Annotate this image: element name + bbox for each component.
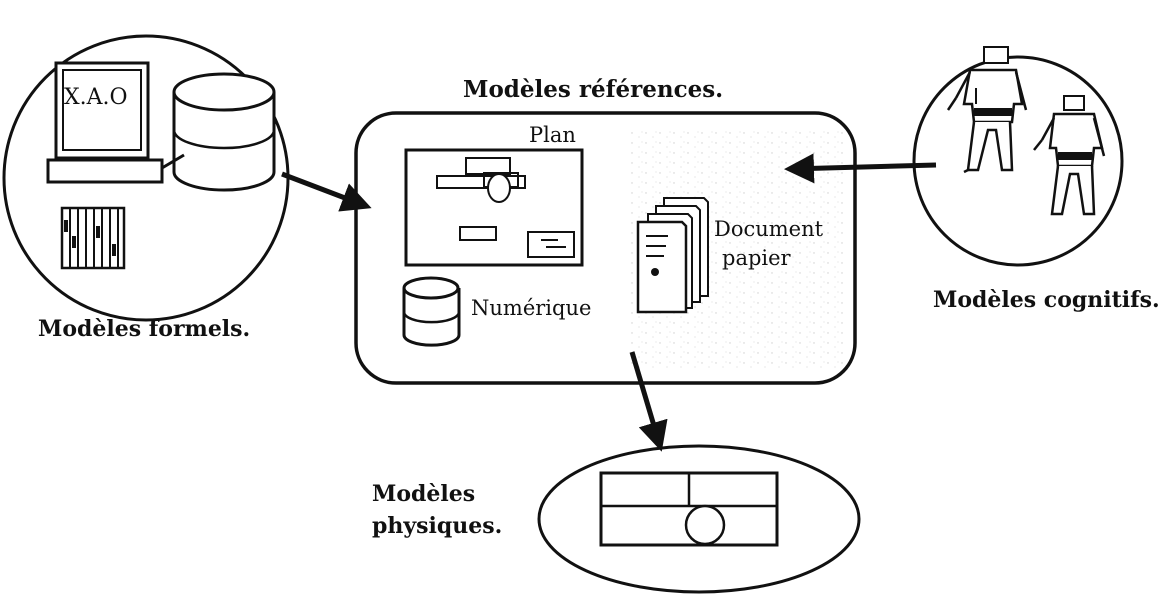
cognitive-models-label: Modèles cognitifs.	[933, 287, 1160, 313]
plan-label: Plan	[529, 123, 576, 147]
formal-models-label: Modèles formels.	[38, 316, 250, 342]
plan-drawing-icon	[404, 148, 584, 267]
plc-module-icon	[60, 206, 126, 270]
reference-models-box: Plan Numérique	[354, 111, 857, 385]
person-icon	[946, 46, 1028, 174]
physical-plan-icon	[599, 471, 779, 547]
computer-icon: X.A.O	[46, 61, 164, 184]
reference-models-title: Modèles références.	[463, 76, 723, 103]
document-label-line1: Document	[714, 217, 824, 241]
database-icon	[172, 72, 276, 192]
formal-models-group: X.A.O	[2, 34, 290, 322]
arrow-icon	[784, 153, 937, 184]
physical-models-label-line1: Modèles	[372, 481, 475, 507]
arrow-icon	[629, 351, 668, 452]
numerique-database-icon	[402, 276, 461, 347]
physical-models-ellipse	[537, 444, 861, 594]
physical-models-label-line2: physiques.	[372, 513, 502, 539]
document-stack-icon	[636, 197, 709, 314]
cognitive-models-group	[912, 46, 1124, 267]
cognitive-models-circle	[912, 55, 1124, 267]
physical-models-group	[537, 444, 861, 594]
document-label-line2: papier	[722, 246, 792, 270]
arrow-icon	[281, 171, 372, 212]
person-icon	[1033, 95, 1106, 216]
computer-db-link	[161, 153, 185, 170]
xao-label: X.A.O	[64, 85, 128, 110]
numerique-label: Numérique	[471, 296, 591, 320]
